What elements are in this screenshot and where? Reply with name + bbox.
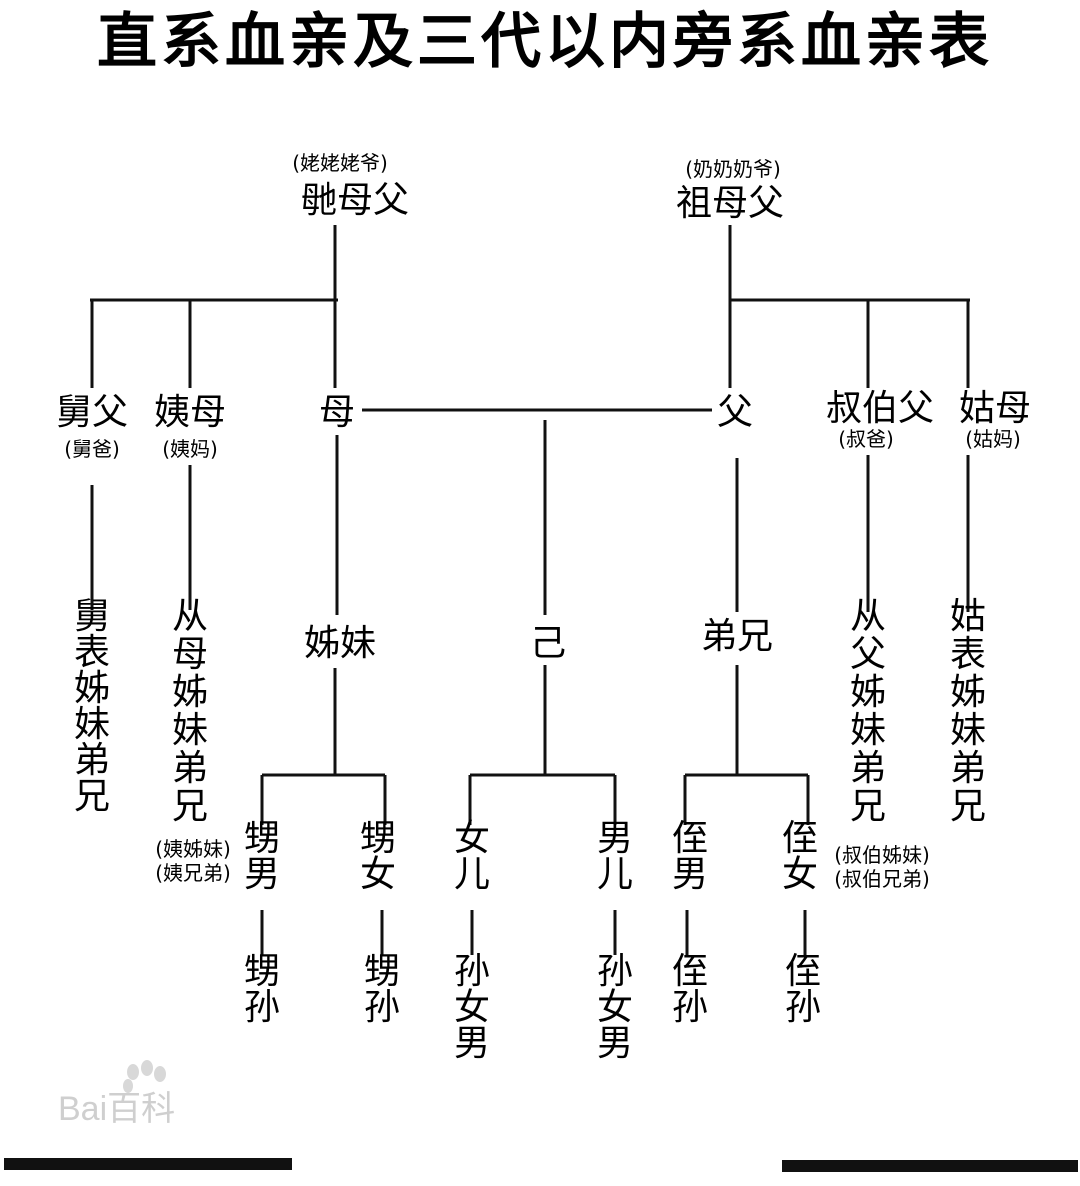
cousins-uncle-paternal-note1: (叔伯姊妹): [834, 843, 930, 867]
self-label: 己: [530, 623, 566, 664]
bottom-rule-left: [4, 1158, 292, 1170]
uncle-maternal-note: (舅爸): [64, 437, 120, 461]
uncle-maternal-label: 舅父: [56, 392, 128, 433]
daughter-label: 女儿: [454, 818, 490, 895]
son-label: 男儿: [597, 818, 633, 895]
brother-daughter-grandchild-label: 侄孙: [785, 951, 821, 1028]
father-label: 父: [717, 392, 753, 433]
sisters-label: 姊妹: [304, 623, 376, 664]
cousins-uncle-maternal-label: 舅表姊妹弟兄: [74, 596, 110, 817]
cousins-uncle-paternal-note2: (叔伯兄弟): [834, 867, 930, 891]
bottom-rule-right: [782, 1160, 1078, 1172]
aunt-paternal-label: 姑母: [959, 388, 1031, 429]
aunt-paternal-note: (姑妈): [965, 427, 1021, 451]
sister-son-grandchild-label: 甥孙: [244, 951, 280, 1028]
cousins-aunt-paternal-label: 姑表姊妹弟兄: [950, 596, 986, 827]
baidu-watermark: Bai百科: [58, 1060, 175, 1128]
page-title: 直系血亲及三代以内旁系血亲表: [97, 7, 993, 77]
brother-son-grandchild-label: 侄孙: [672, 951, 708, 1028]
sister-son-label: 甥男: [244, 818, 280, 895]
brother-daughter-label: 侄女: [782, 818, 818, 895]
maternal-grandparents-label: 毑母父: [301, 180, 409, 221]
aunt-maternal-label: 姨母: [154, 392, 226, 433]
cousins-uncle-paternal-label: 从父姊妹弟兄: [850, 596, 886, 827]
cousins-aunt-maternal-note1: (姨姊妹): [155, 837, 231, 861]
cousins-aunt-maternal-label: 从母姊妹弟兄: [172, 596, 208, 827]
brother-son-label: 侄男: [672, 818, 708, 895]
cousins-aunt-maternal-note2: (姨兄弟): [155, 861, 231, 885]
aunt-maternal-note: (姨妈): [162, 437, 218, 461]
connector-lines: [90, 225, 970, 955]
watermark-text: Bai百科: [58, 1090, 175, 1128]
sister-daughter-grandchild-label: 甥孙: [364, 951, 400, 1028]
paternal-grandparents-note: (奶奶奶爷): [685, 157, 781, 181]
son-grandchildren-label: 孙女男: [597, 951, 633, 1064]
paw-icon: [123, 1060, 166, 1093]
uncle-paternal-label: 叔伯父: [826, 388, 934, 429]
uncle-paternal-note: (叔爸): [838, 427, 894, 451]
mother-label: 母: [319, 392, 355, 433]
brothers-label: 弟兄: [701, 616, 773, 657]
maternal-grandparents-note: (姥姥姥爷): [292, 151, 388, 175]
paternal-grandparents-label: 祖母父: [676, 183, 784, 224]
sister-daughter-label: 甥女: [360, 818, 396, 895]
daughter-grandchildren-label: 孙女男: [454, 951, 490, 1064]
